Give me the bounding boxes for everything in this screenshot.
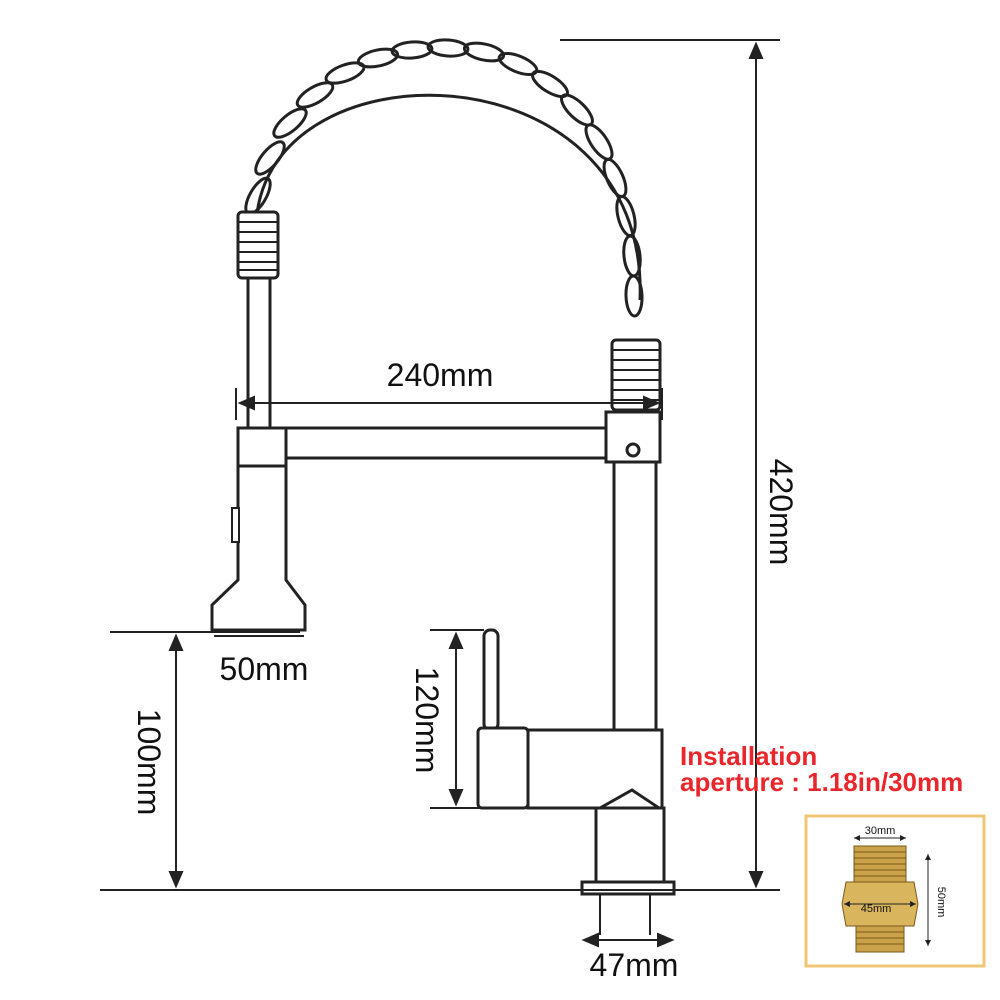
dim-label-total-height: 420mm <box>763 459 799 566</box>
brass-fitting <box>841 845 919 953</box>
inset-label-top-width: 30mm <box>865 825 896 837</box>
right-spring-collar <box>610 338 662 412</box>
base-flange <box>580 880 676 896</box>
collar-screw <box>625 442 641 458</box>
installation-note-line-1: Installation <box>680 741 817 771</box>
dim-label-sprayer-height: 100mm <box>131 709 167 816</box>
dimension-lines <box>100 39 780 948</box>
horizontal-arm <box>284 426 610 460</box>
spring-coil <box>244 38 644 318</box>
installation-note-line-2: aperture : 1.18in/30mm <box>680 767 963 797</box>
spout-arc <box>254 93 642 301</box>
handle-cap <box>476 726 530 810</box>
sprayer-head <box>210 464 307 632</box>
sprayer-button <box>231 507 240 543</box>
sprayer-holder <box>236 426 288 468</box>
inset-label-height: 50mm <box>935 887 947 918</box>
dim-label-sprayer-width: 50mm <box>220 651 309 687</box>
faucet-drawing <box>210 38 676 935</box>
connector-inset: 30mm 45mm 50mm <box>804 814 986 968</box>
lower-column <box>594 806 666 884</box>
dim-label-base-diameter: 47mm <box>590 947 679 983</box>
dim-label-handle-height: 120mm <box>409 667 445 774</box>
valve-body <box>526 728 664 813</box>
left-spring-collar <box>236 210 280 280</box>
inset-label-middle-width: 45mm <box>861 903 892 915</box>
dim-label-spout-reach: 240mm <box>387 357 494 393</box>
handle-lever <box>482 628 500 732</box>
main-column <box>612 460 658 734</box>
